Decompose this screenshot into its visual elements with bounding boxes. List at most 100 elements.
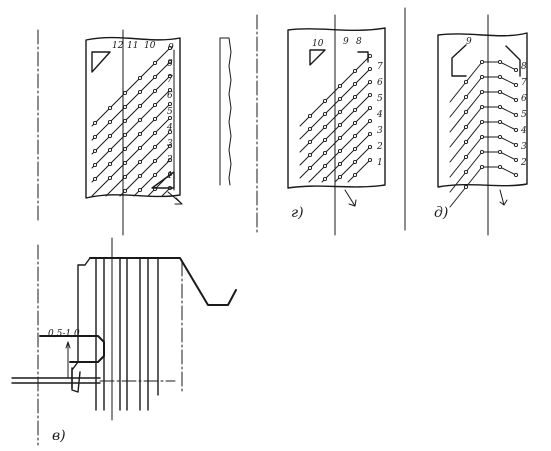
d-side-number: 8 xyxy=(521,62,527,72)
panel-g: 10 9 8 7 6 5 4 3 2 1 г) xyxy=(256,14,386,236)
g-top-number: 8 xyxy=(356,37,362,47)
hole-dot xyxy=(92,148,98,154)
hole-dot xyxy=(367,79,373,85)
panel-b-top-triangle xyxy=(91,51,111,73)
panel-v-top-profile xyxy=(89,257,237,306)
g-top-number: 9 xyxy=(343,37,349,47)
hole-dot xyxy=(167,73,173,79)
hole-dot xyxy=(167,143,173,149)
hatch-line xyxy=(299,68,371,140)
hole-dot xyxy=(513,67,519,73)
hole-dot xyxy=(107,161,113,167)
hole-dot xyxy=(137,187,143,193)
hole-dot xyxy=(463,79,469,85)
hatch-line xyxy=(499,136,517,146)
hatch-line xyxy=(299,107,371,179)
hole-dot xyxy=(167,115,173,121)
g-side-number: 6 xyxy=(377,78,383,88)
hole-dot xyxy=(137,131,143,137)
hole-dot xyxy=(137,75,143,81)
panel-d: 9 8 7 6 5 4 3 2 д) xyxy=(404,7,528,236)
hole-dot xyxy=(122,118,128,124)
hole-dot xyxy=(513,172,519,178)
hole-dot xyxy=(122,90,128,96)
panel-v-caption: в) xyxy=(52,428,66,444)
panel-d-caption: д) xyxy=(434,205,448,221)
hole-dot xyxy=(497,149,503,155)
panel-g-arrow xyxy=(344,189,356,207)
hole-dot xyxy=(122,132,128,138)
panel-v-left-profile xyxy=(71,257,91,389)
hole-dot xyxy=(322,111,328,117)
hole-dot xyxy=(352,120,358,126)
panel-g-dots xyxy=(307,53,373,182)
hole-dot xyxy=(307,139,313,145)
hole-dot xyxy=(352,94,358,100)
hole-dot xyxy=(152,74,158,80)
hole-dot xyxy=(137,103,143,109)
hole-dot xyxy=(167,45,173,51)
hole-dot xyxy=(322,150,328,156)
hole-dot xyxy=(322,98,328,104)
hole-dot xyxy=(92,134,98,140)
panel-g-corner xyxy=(357,51,369,63)
hatch-line xyxy=(91,75,171,155)
panel-d-outline xyxy=(437,32,528,188)
b-side-number: 1 xyxy=(167,171,173,181)
b-side-number: 7 xyxy=(167,75,173,85)
dimension-label: 0,5-1,0 xyxy=(48,329,80,339)
hole-dot xyxy=(463,154,469,160)
hole-dot xyxy=(122,104,128,110)
hole-dot xyxy=(367,92,373,98)
hole-dot xyxy=(497,134,503,140)
hole-dot xyxy=(152,158,158,164)
hole-dot xyxy=(322,163,328,169)
b-top-number: 12 xyxy=(112,41,124,51)
hole-dot xyxy=(337,135,343,141)
hole-dot xyxy=(463,124,469,130)
hole-dot xyxy=(337,161,343,167)
hole-dot xyxy=(497,74,503,80)
hole-dot xyxy=(337,148,343,154)
hole-dot xyxy=(337,174,343,180)
hole-dot xyxy=(479,59,485,65)
panel-g-top-triangle xyxy=(309,49,326,66)
hole-dot xyxy=(367,144,373,150)
hole-dot xyxy=(513,142,519,148)
hole-dot xyxy=(152,130,158,136)
hole-dot xyxy=(107,147,113,153)
hatch-line xyxy=(321,133,371,183)
hole-dot xyxy=(322,137,328,143)
hatch-line xyxy=(499,76,517,86)
hatch-line xyxy=(499,61,517,71)
hole-dot xyxy=(479,119,485,125)
d-side-number: 3 xyxy=(521,142,527,152)
hole-dot xyxy=(107,133,113,139)
hole-dot xyxy=(137,89,143,95)
panel-v: 0,5-1,0 в) xyxy=(11,237,237,446)
hole-dot xyxy=(367,66,373,72)
hole-dot xyxy=(122,146,128,152)
hole-dot xyxy=(152,102,158,108)
hole-dot xyxy=(107,119,113,125)
d-side-number: 4 xyxy=(520,126,527,136)
hole-dot xyxy=(513,82,519,88)
panel-v-jaw xyxy=(71,367,81,393)
hole-dot xyxy=(92,176,98,182)
hole-dot xyxy=(307,113,313,119)
panel-d-right-mark xyxy=(505,45,521,77)
hole-dot xyxy=(307,126,313,132)
panel-b-outline xyxy=(85,36,181,199)
d-top-number: 9 xyxy=(466,37,472,47)
hole-dot xyxy=(167,157,173,163)
hatch-line xyxy=(499,166,517,176)
hatch-line xyxy=(91,89,171,169)
hole-dot xyxy=(352,172,358,178)
hatch-line xyxy=(91,103,171,183)
hole-dot xyxy=(137,173,143,179)
hole-dot xyxy=(152,116,158,122)
b-side-number: 2 xyxy=(166,155,173,165)
hole-dot xyxy=(479,149,485,155)
hole-dot xyxy=(479,134,485,140)
hole-dot xyxy=(497,104,503,110)
